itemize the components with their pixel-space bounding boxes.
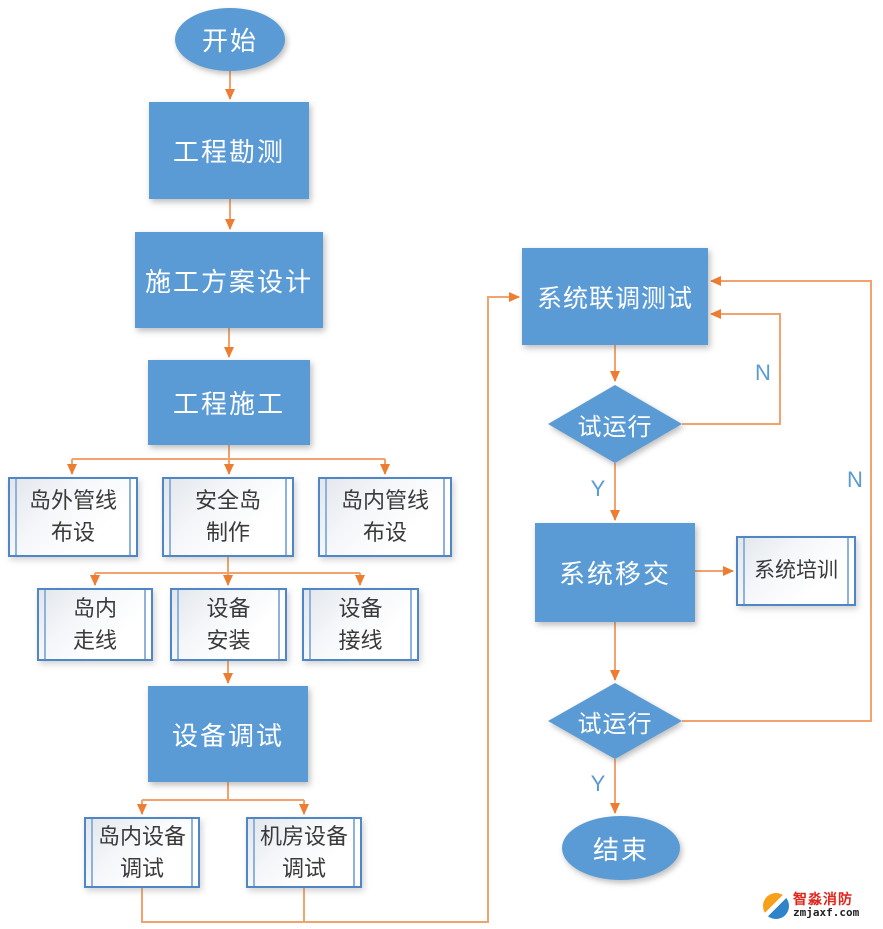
node-room-debug: 机房设备 调试 (246, 817, 362, 888)
brand-logo-icon (763, 892, 789, 919)
node-in-pipeline-line1: 岛内管线 (340, 488, 429, 514)
edge-label-trial2-no: N (847, 467, 863, 492)
node-design: 施工方案设计 (135, 232, 323, 328)
edge-label-trial1-yes: Y (590, 476, 606, 501)
node-design-label: 施工方案设计 (144, 266, 313, 297)
node-joint-test-label: 系统联调测试 (536, 284, 693, 313)
node-trial1-label: 试运行 (577, 413, 653, 441)
watermark-logo: 智淼消防 zmjaxf.com (763, 891, 860, 920)
node-equip-wire-line1: 设备 (338, 595, 383, 621)
node-start: 开始 (175, 8, 285, 71)
connector-trial1-no-loop (682, 309, 781, 425)
edge-label-trial1-no: N (755, 360, 771, 385)
node-trial2-label: 试运行 (577, 710, 653, 738)
node-room-debug-line2: 调试 (281, 855, 326, 881)
node-end-label: 结束 (592, 834, 649, 865)
connector-equipdebug-split (137, 782, 309, 815)
connector-construction-split (67, 445, 390, 475)
connector-debug-to-jointtest (141, 292, 520, 923)
brand-name: 智淼消防 (793, 891, 853, 907)
node-island-make-line1: 安全岛 (194, 488, 261, 514)
node-out-pipeline-line1: 岛外管线 (28, 488, 117, 514)
node-trial2: 试运行 (548, 683, 682, 759)
node-handover: 系统移交 (535, 523, 695, 622)
brand-text-block: 智淼消防 zmjaxf.com (793, 891, 860, 920)
node-in-pipeline-line2: 布设 (362, 520, 407, 545)
node-construction-label: 工程施工 (172, 389, 285, 419)
node-start-label: 开始 (201, 26, 258, 56)
node-joint-test: 系统联调测试 (522, 248, 708, 345)
connector-islandmake-split (90, 557, 365, 586)
node-island-wiring-line2: 走线 (72, 627, 117, 653)
node-trial2-shape: 试运行 (548, 683, 682, 759)
node-island-debug: 岛内设备 调试 (84, 817, 200, 888)
node-equip-install-line2: 安装 (206, 627, 251, 653)
node-survey-label: 工程勘测 (172, 137, 285, 167)
node-handover-label: 系统移交 (558, 559, 671, 589)
node-equip-install: 设备 安装 (170, 588, 287, 661)
node-trial1: 试运行 (548, 385, 682, 463)
node-survey: 工程勘测 (149, 102, 309, 199)
node-equip-debug: 设备调试 (148, 686, 308, 782)
node-training-label: 系统培训 (754, 558, 838, 582)
node-training: 系统培训 (736, 536, 856, 606)
node-out-pipeline: 岛外管线 布设 (8, 477, 138, 557)
node-island-wiring-line1: 岛内 (72, 595, 117, 621)
node-island-debug-line1: 岛内设备 (97, 823, 186, 849)
node-equip-install-line1: 设备 (206, 595, 251, 621)
node-room-debug-line1: 机房设备 (259, 823, 348, 849)
node-equip-debug-label: 设备调试 (171, 720, 284, 751)
node-out-pipeline-line2: 布设 (50, 520, 95, 545)
node-in-pipeline: 岛内管线 布设 (318, 477, 452, 557)
brand-domain: zmjaxf.com (793, 906, 860, 920)
node-trial1-shape: 试运行 (548, 385, 682, 463)
node-end: 结束 (562, 816, 680, 880)
node-island-make: 安全岛 制作 (162, 477, 294, 557)
edge-label-trial2-yes: Y (590, 771, 606, 796)
node-island-wiring: 岛内 走线 (37, 588, 153, 661)
connector-trial2-no-loop (682, 276, 872, 722)
node-construction: 工程施工 (148, 360, 310, 445)
node-island-make-line2: 制作 (205, 520, 250, 545)
node-equip-wire-line2: 接线 (338, 627, 383, 653)
node-island-debug-line2: 调试 (119, 855, 164, 881)
node-equip-wire: 设备 接线 (302, 588, 419, 661)
